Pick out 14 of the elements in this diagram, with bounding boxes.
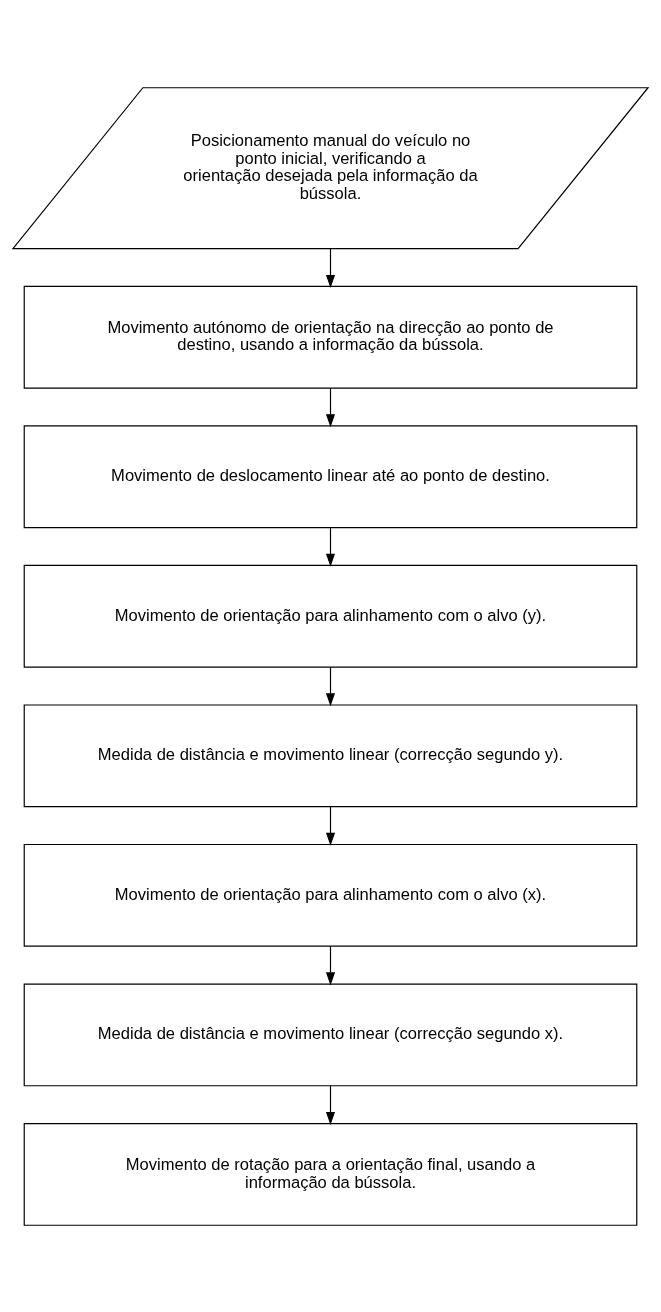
node-box: Movimento autónomo de orientação na direcção ao ponto de destino, usando a informação da bússola. bbox=[23, 285, 638, 389]
arrow bbox=[325, 526, 336, 567]
node-box: Medida de distância e movimento linear (correcção segundo x). bbox=[23, 982, 638, 1086]
arrow bbox=[325, 247, 336, 288]
node-box: Movimento de rotação para a orientação final, usando a informação da bússola. bbox=[23, 1122, 638, 1226]
node-box: Movimento de deslocamento linear até ao ponto de destino. bbox=[23, 424, 638, 528]
node-box: Medida de distância e movimento linear (correcção segundo y). bbox=[23, 703, 638, 807]
arrow bbox=[325, 1084, 336, 1125]
arrow bbox=[325, 945, 336, 985]
arrow bbox=[325, 805, 336, 846]
node-box: Movimento de orientação para alinhamento com o alvo (y). bbox=[23, 564, 638, 668]
arrow bbox=[325, 387, 336, 427]
node-box: Movimento de orientação para alinhamento com o alvo (x). bbox=[23, 843, 638, 947]
arrow bbox=[325, 666, 336, 706]
